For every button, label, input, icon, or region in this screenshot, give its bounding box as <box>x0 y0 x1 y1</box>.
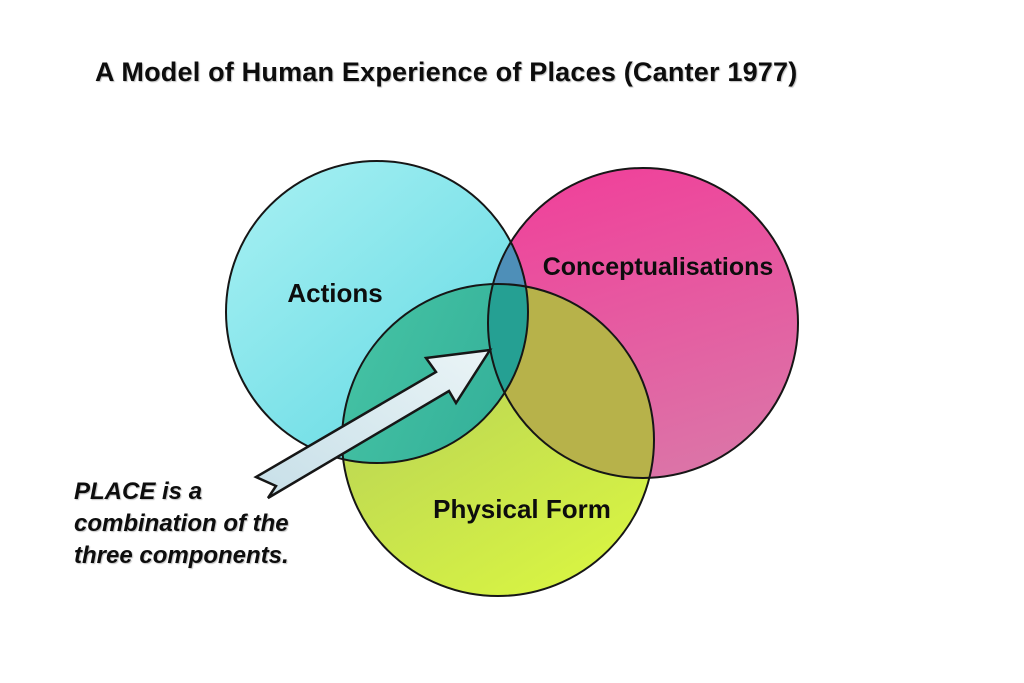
conceptualisations-label: Conceptualisations <box>543 253 774 281</box>
place-annotation-line-3: three components. <box>74 542 289 569</box>
place-annotation: PLACE is a combination of the three comp… <box>74 476 289 572</box>
slide-title: A Model of Human Experience of Places (C… <box>95 57 798 87</box>
place-annotation-line-2: combination of the <box>74 510 289 537</box>
actions-circle-outline <box>225 160 529 464</box>
place-arrow <box>253 348 493 500</box>
physical-form-label: Physical Form <box>433 494 611 524</box>
actions-label: Actions <box>287 278 382 308</box>
place-annotation-line-1: PLACE is a <box>74 478 203 505</box>
conceptualisations-circle-outline <box>487 167 799 479</box>
